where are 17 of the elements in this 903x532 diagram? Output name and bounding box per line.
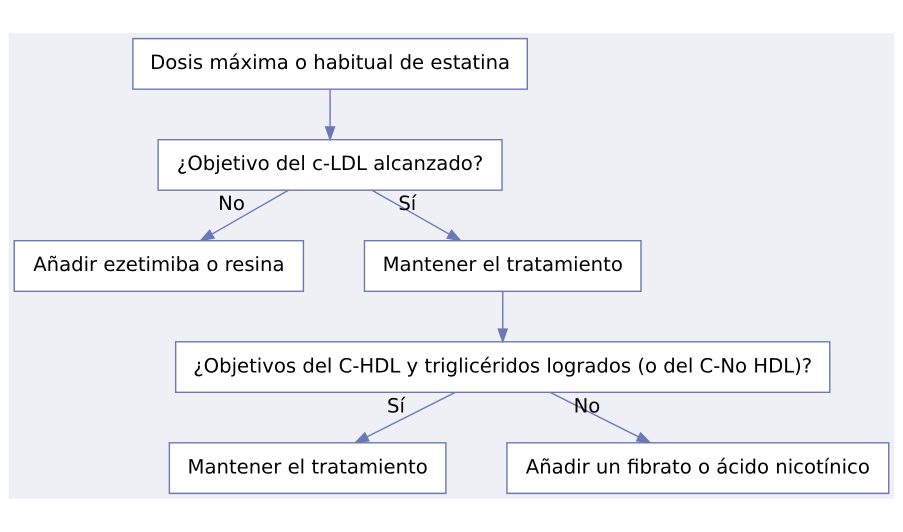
arrow [324,90,336,142]
arrow [550,392,652,444]
edge-label: No [218,192,245,215]
edge-label: Sí [398,192,416,216]
arrow [372,190,462,242]
node-box: Añadir un fibrato o ácido nicotínico [506,442,890,494]
edge-label: No [574,394,600,418]
node-box: ¿Objetivo del c-LDL alcanzado? [157,138,503,191]
arrow [199,190,289,242]
node-box: Mantener el tratamiento [364,240,642,292]
node-box: Mantener el tratamiento [168,442,447,494]
node-box: ¿Objetivos del C-HDL y triglicéridos logrados (o del C-No HDL)? [174,341,830,394]
arrow [497,292,508,344]
edge-label: Sí [387,394,405,418]
arrow [354,392,456,444]
node-box: Dosis máxima o habitual de estatina [132,38,528,90]
node-box: Añadir ezetimiba o resina [14,240,304,292]
